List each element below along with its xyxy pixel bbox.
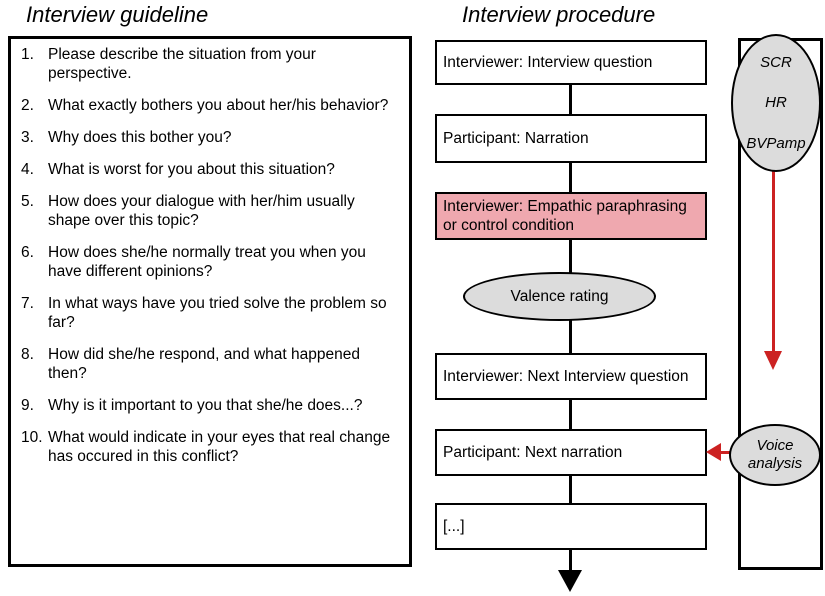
question-number: 2. (21, 97, 34, 114)
voice-analysis-arrow-icon (706, 443, 721, 461)
voice-analysis-arrow-line (718, 451, 736, 454)
question-number: 3. (21, 129, 34, 146)
connector-line (569, 239, 572, 273)
flow-end-arrow-icon (558, 570, 582, 592)
physiological-measures-node: SCR HR BVPamp (731, 34, 821, 172)
procedure-panel-title: Interview procedure (462, 2, 656, 27)
guideline-question-list: 1. Please describe the situation from yo… (21, 45, 403, 479)
flow-node-valence-rating: Valence rating (463, 272, 656, 321)
connector-line (569, 399, 572, 430)
question-number: 10. (21, 429, 43, 446)
flow-step-narration: Participant: Narration (435, 114, 707, 163)
question-text: How did she/he respond, and what happene… (48, 346, 360, 382)
connector-line (569, 549, 572, 574)
flow-step-empathic-paraphrasing: Interviewer: Empathic paraphrasing or co… (435, 192, 707, 240)
flow-step-continuation: [...] (435, 503, 707, 550)
list-item: 5. How does your dialogue with her/him u… (21, 192, 403, 230)
guideline-panel-title: Interview guideline (26, 2, 209, 27)
connector-line (569, 475, 572, 504)
list-item: 8. How did she/he respond, and what happ… (21, 345, 403, 383)
connector-line (569, 85, 572, 115)
list-item: 7. In what ways have you tried solve the… (21, 294, 403, 332)
question-number: 4. (21, 161, 34, 178)
measure-label-hr: HR (765, 94, 787, 112)
question-text: What is worst for you about this situati… (48, 161, 335, 178)
question-number: 6. (21, 244, 34, 261)
guideline-question-box: 1. Please describe the situation from yo… (8, 36, 412, 567)
flow-step-next-interview-question: Interviewer: Next Interview question (435, 353, 707, 400)
list-item: 6. How does she/he normally treat you wh… (21, 243, 403, 281)
flow-step-next-narration: Participant: Next narration (435, 429, 707, 476)
measure-label-scr: SCR (760, 53, 792, 71)
flow-step-interview-question: Interviewer: Interview question (435, 40, 707, 85)
question-text: What exactly bothers you about her/his b… (48, 97, 389, 114)
list-item: 3. Why does this bother you? (21, 128, 403, 147)
voice-analysis-label-line1: Voice (756, 437, 794, 454)
question-text: In what ways have you tried solve the pr… (48, 295, 387, 331)
list-item: 10. What would indicate in your eyes tha… (21, 428, 403, 466)
voice-analysis-label-line2: analysis (747, 455, 803, 472)
list-item: 2. What exactly bothers you about her/hi… (21, 96, 403, 115)
question-number: 5. (21, 193, 34, 210)
question-text: Please describe the situation from your … (48, 46, 316, 82)
question-text: Why is it important to you that she/he d… (48, 397, 363, 414)
voice-analysis-node: Voice analysis (729, 424, 821, 486)
question-text: How does she/he normally treat you when … (48, 244, 366, 280)
question-number: 8. (21, 346, 34, 363)
measure-label-bvpamp: BVPamp (746, 135, 806, 153)
list-item: 4. What is worst for you about this situ… (21, 160, 403, 179)
connector-line (569, 162, 572, 193)
list-item: 1. Please describe the situation from yo… (21, 45, 403, 83)
physiological-recording-arrow-line (772, 163, 775, 353)
question-number: 9. (21, 397, 34, 414)
physiological-recording-arrow-icon (764, 351, 782, 370)
question-text: Why does this bother you? (48, 129, 232, 146)
question-text: What would indicate in your eyes that re… (48, 429, 391, 465)
question-text: How does your dialogue with her/him usua… (48, 193, 355, 229)
connector-line (569, 319, 572, 354)
question-number: 1. (21, 46, 34, 63)
question-number: 7. (21, 295, 34, 312)
list-item: 9. Why is it important to you that she/h… (21, 396, 403, 415)
